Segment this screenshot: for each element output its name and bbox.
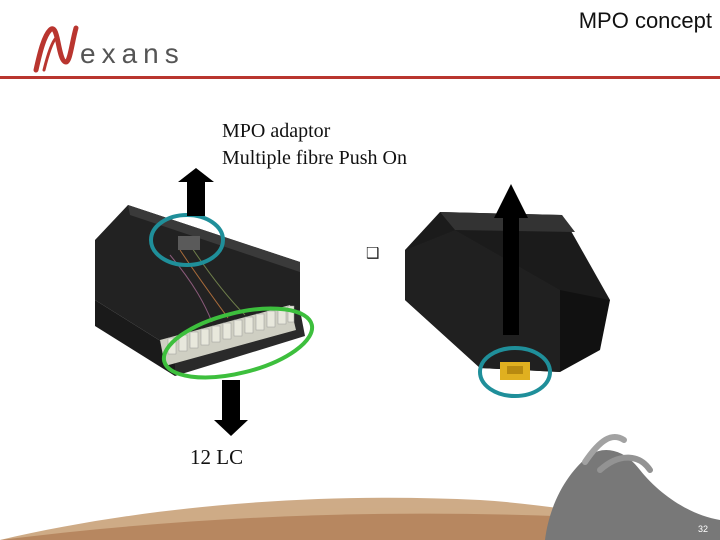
lc-cassette-module <box>95 205 305 376</box>
arrow-down-icon <box>214 380 248 436</box>
arrow-up-right-icon <box>494 184 528 335</box>
adaptor-label-line-1: MPO adaptor <box>222 120 331 142</box>
mpo-adaptor-label: MPO adaptor Multiple fibre Push On <box>222 118 407 172</box>
hand-graphic <box>0 434 720 540</box>
stray-glyph: ❑ <box>366 244 380 262</box>
mpo-connector-highlight <box>478 346 552 398</box>
arrows <box>178 168 528 436</box>
nexans-logo-icon <box>33 25 79 73</box>
arrow-up-left-icon <box>178 168 214 216</box>
page-number: 32 <box>697 524 708 534</box>
lc-label: 12 LC <box>190 445 244 469</box>
logo-wordmark: exans <box>80 38 185 69</box>
adaptor-label-line-2: Multiple fibre Push On <box>222 147 407 169</box>
slide-title: MPO concept <box>578 8 712 33</box>
lc-row-highlight <box>161 306 315 380</box>
header-divider <box>0 76 720 79</box>
